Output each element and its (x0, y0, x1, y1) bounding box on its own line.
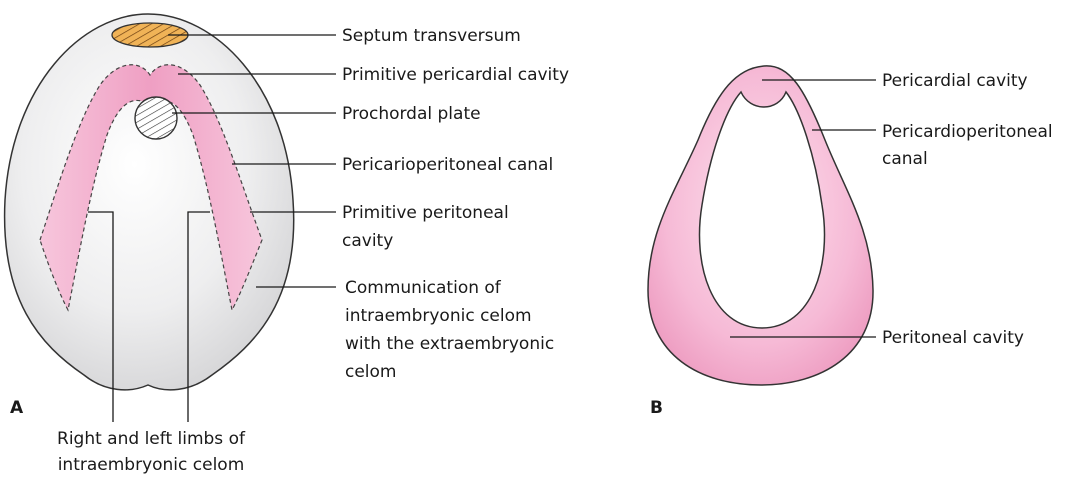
label-primitive-pericardial-cavity: Primitive pericardial cavity (342, 65, 569, 85)
label-pericardial-cavity: Pericardial cavity (882, 71, 1028, 91)
label-limbs-2: intraembryonic celom (58, 455, 245, 475)
label-pericardioperitoneal-1: Pericardioperitoneal (882, 122, 1053, 142)
panel-a: Septum transversum Primitive pericardial… (5, 14, 569, 475)
embryonic-disc (5, 14, 294, 390)
label-communication-2: intraembryonic celom (345, 306, 532, 326)
label-primitive-peritoneal-2: cavity (342, 231, 393, 251)
label-primitive-peritoneal-1: Primitive peritoneal (342, 203, 509, 223)
prochordal-plate (135, 97, 177, 139)
label-communication-1: Communication of (345, 278, 502, 298)
label-pericardioperitoneal-2: canal (882, 149, 928, 169)
panel-b: Pericardial cavity Pericardioperitoneal … (648, 66, 1053, 418)
label-pericarioperitoneal-canal: Pericarioperitoneal canal (342, 155, 553, 175)
panel-letter-b: B (650, 398, 663, 418)
label-prochordal-plate: Prochordal plate (342, 104, 481, 124)
label-communication-3: with the extraembryonic (345, 334, 554, 354)
label-peritoneal-cavity: Peritoneal cavity (882, 328, 1024, 348)
label-limbs-1: Right and left limbs of (57, 429, 246, 449)
label-septum-transversum: Septum transversum (342, 26, 521, 46)
label-communication-4: celom (345, 362, 397, 382)
panel-letter-a: A (10, 398, 24, 418)
